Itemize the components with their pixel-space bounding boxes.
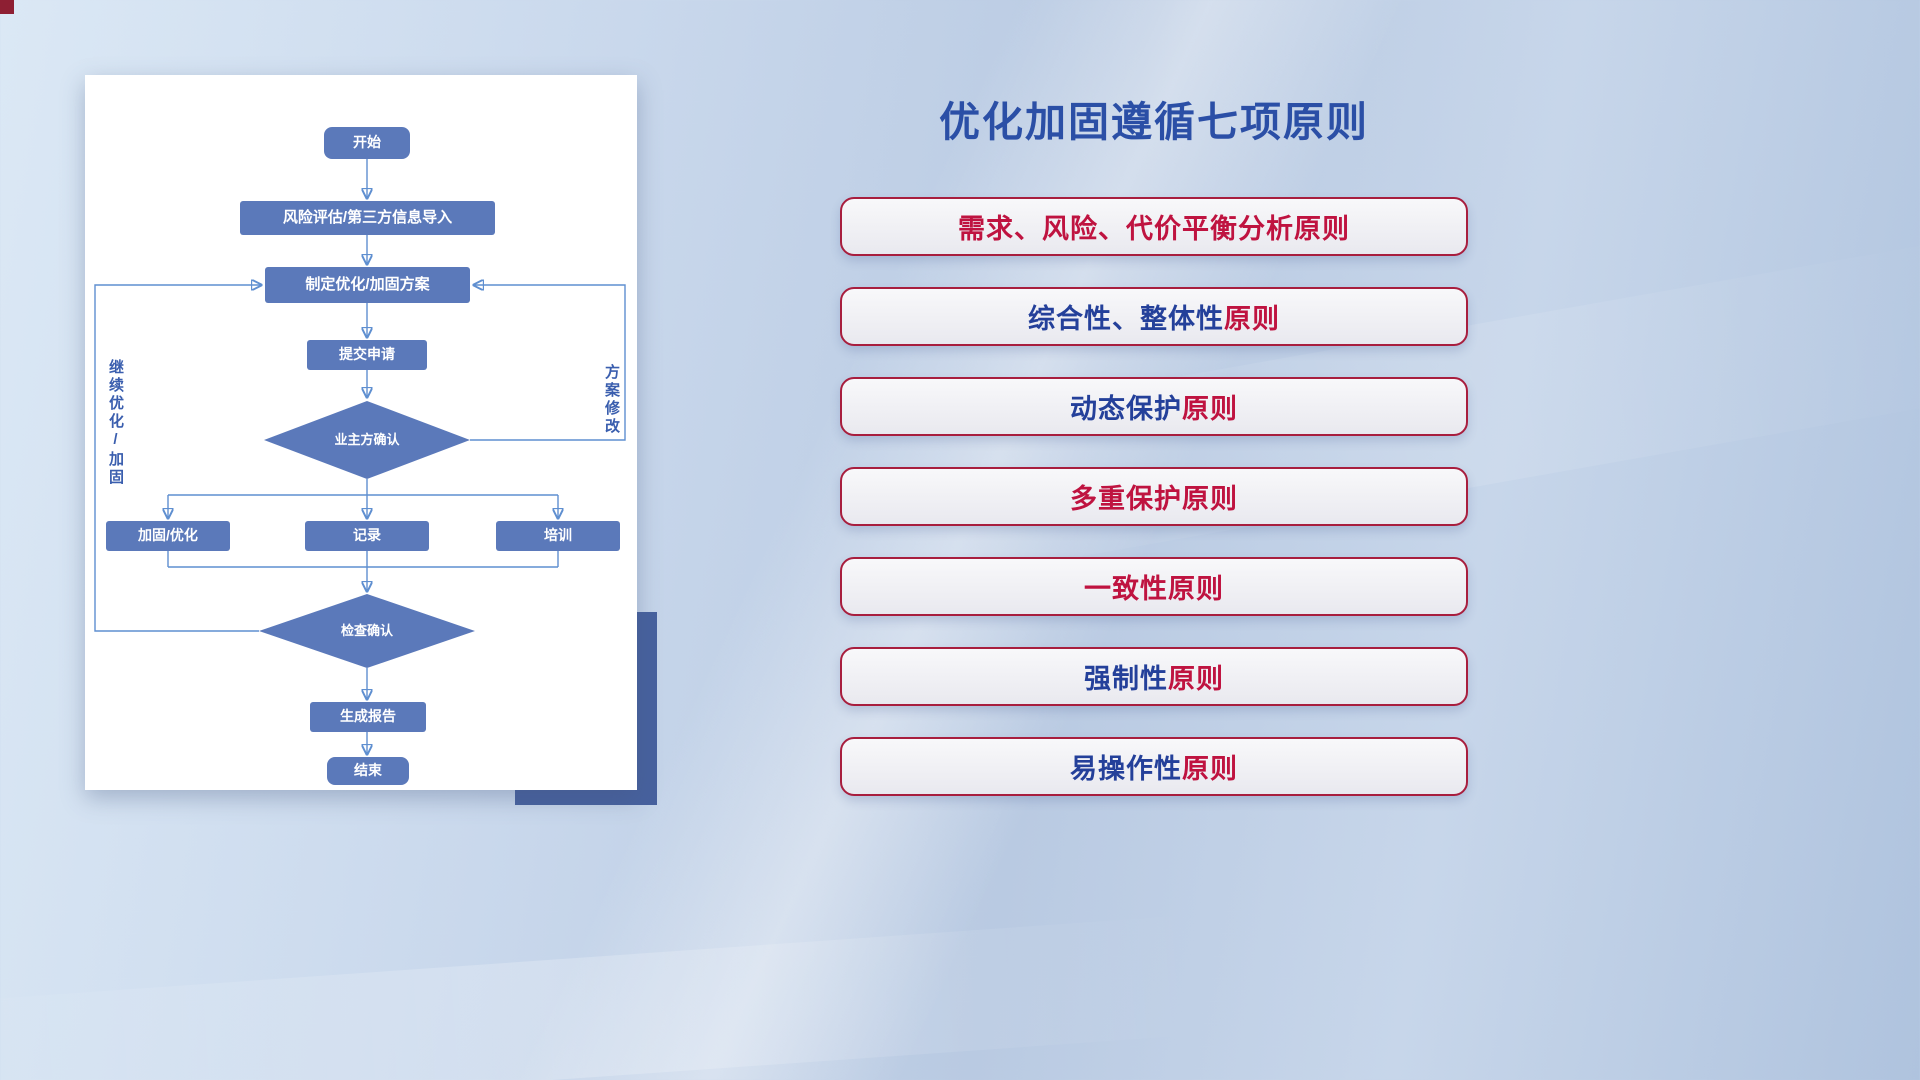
flow-node-submit-request: 提交申请 (307, 340, 427, 370)
principle-item: 动态保护原则 (840, 377, 1468, 436)
principle-text-blue: 动态保护 (1070, 394, 1182, 424)
principle-text-red: 一致性原则 (1084, 574, 1224, 604)
flow-node-make-plan: 制定优化/加固方案 (265, 267, 470, 303)
principles-list: 需求、风险、代价平衡分析原则 综合性、整体性原则 动态保护原则 多重保护原则 一… (840, 197, 1468, 796)
principle-text-red: 原则 (1168, 664, 1224, 694)
flow-node-reinforce-optimize: 加固/优化 (106, 521, 230, 551)
flow-node-generate-report: 生成报告 (310, 702, 426, 732)
loop-label-plan-revision: 方案修改 (603, 364, 620, 436)
flow-decision-check-confirm: 检查确认 (259, 594, 475, 668)
flow-node-training: 培训 (496, 521, 620, 551)
principle-text-red: 原则 (1224, 304, 1280, 334)
principle-text-blue: 综合性、整体性 (1028, 304, 1224, 334)
principle-item: 易操作性原则 (840, 737, 1468, 796)
principle-text-red: 需求、风险、代价平衡分析原则 (958, 214, 1350, 244)
corner-accent-square (0, 0, 14, 14)
flow-node-end: 结束 (327, 757, 409, 785)
principle-item: 需求、风险、代价平衡分析原则 (840, 197, 1468, 256)
flow-node-start: 开始 (324, 127, 410, 159)
flow-decision-owner-confirm: 业主方确认 (264, 401, 470, 479)
flowchart-card: 开始 风险评估/第三方信息导入 制定优化/加固方案 提交申请 业主方确认 加固/… (85, 75, 637, 790)
principle-text-blue: 易操作性 (1070, 754, 1182, 784)
principle-item: 一致性原则 (840, 557, 1468, 616)
principle-item: 综合性、整体性原则 (840, 287, 1468, 346)
principle-item: 强制性原则 (840, 647, 1468, 706)
loop-label-continue-optimize: 继续优化/加固 (107, 358, 124, 487)
principle-text-red: 多重保护原则 (1070, 484, 1238, 514)
flow-node-risk-assessment: 风险评估/第三方信息导入 (240, 201, 495, 235)
flow-node-record: 记录 (305, 521, 429, 551)
background-light-streak (0, 914, 1203, 1080)
principle-item: 多重保护原则 (840, 467, 1468, 526)
principles-title: 优化加固遵循七项原则 (939, 99, 1369, 145)
principle-text-red: 原则 (1182, 394, 1238, 424)
principle-text-red: 原则 (1182, 754, 1238, 784)
principle-text-blue: 强制性 (1084, 664, 1168, 694)
